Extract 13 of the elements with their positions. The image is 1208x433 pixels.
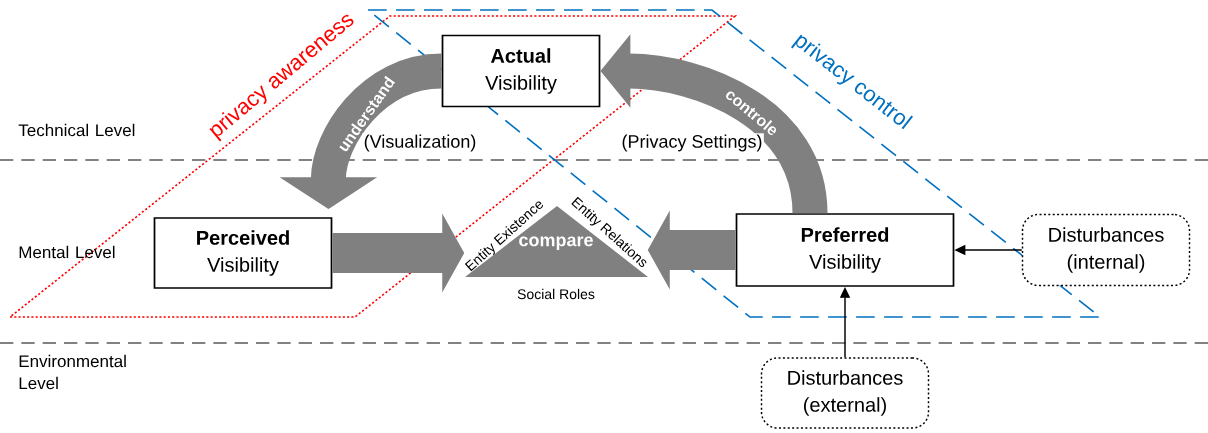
visibility-box: Perceived Visibility bbox=[153, 217, 333, 289]
mechanism-label: (Privacy Settings) bbox=[620, 133, 764, 153]
level-label: Environmental Level bbox=[19, 354, 126, 390]
visibility-box: Actual Visibility bbox=[441, 34, 601, 108]
visibility-box: Preferred Visibility bbox=[735, 213, 955, 287]
block-arrow bbox=[332, 213, 465, 293]
disturbance-box: Disturbances (internal) bbox=[1021, 213, 1191, 287]
disturbance-box: Disturbances (external) bbox=[760, 357, 930, 429]
level-label: Technical Level bbox=[18, 123, 135, 137]
node-label: Disturbances (internal) bbox=[1049, 227, 1164, 273]
level-label: Mental Level bbox=[19, 245, 115, 259]
block-arrow bbox=[647, 210, 736, 290]
base-label: Social Roles bbox=[517, 288, 595, 300]
